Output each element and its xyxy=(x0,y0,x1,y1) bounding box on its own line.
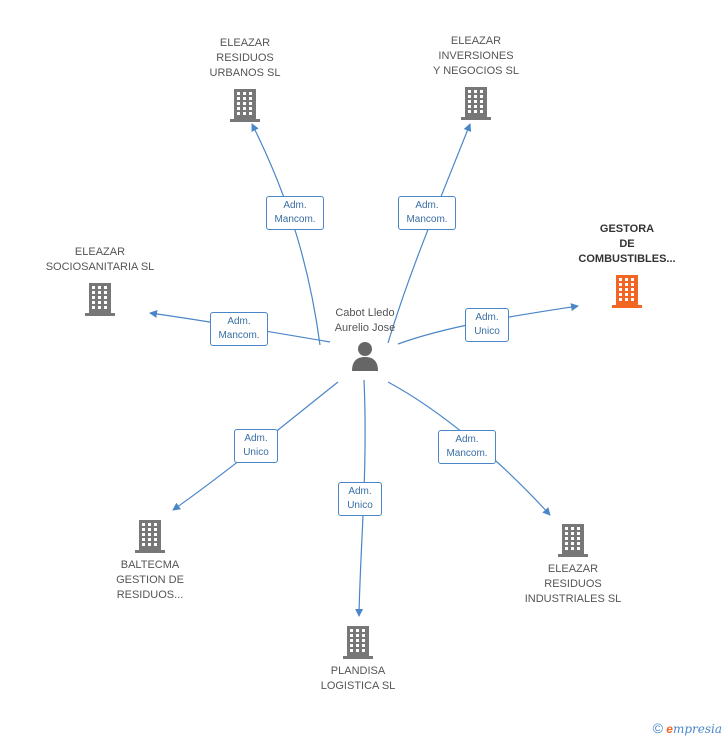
relation-badge[interactable]: Adm. Unico xyxy=(465,308,509,342)
relation-badge[interactable]: Adm. Unico xyxy=(234,429,278,463)
company-name: ELEAZAR SOCIOSANITARIA SL xyxy=(45,246,155,273)
building-icon xyxy=(343,626,373,659)
brand-footer: © empresia xyxy=(653,720,722,736)
relation-badge[interactable]: Adm. Mancom. xyxy=(398,196,456,230)
building-icon xyxy=(85,283,115,316)
company-node-eleazar-residuos-industriales[interactable]: ELEAZAR RESIDUOS INDUSTRIALES SL xyxy=(517,522,629,607)
company-node-plandisa[interactable]: PLANDISA LOGISTICA SL xyxy=(308,624,408,694)
building-icon xyxy=(612,275,642,308)
company-node-gestora-combustibles[interactable]: GESTORA DE COMBUSTIBLES... xyxy=(570,222,684,309)
brand-logo-initial: e xyxy=(666,722,673,736)
company-name: ELEAZAR RESIDUOS INDUSTRIALES SL xyxy=(524,563,622,605)
company-name: PLANDISA LOGISTICA SL xyxy=(320,665,396,692)
relation-badge[interactable]: Adm. Mancom. xyxy=(438,430,496,464)
company-node-eleazar-sociosanitaria[interactable]: ELEAZAR SOCIOSANITARIA SL xyxy=(38,245,162,317)
relation-badge[interactable]: Adm. Unico xyxy=(338,482,382,516)
brand-name: mpresia xyxy=(672,722,722,736)
company-node-eleazar-residuos-urbanos[interactable]: ELEAZAR RESIDUOS URBANOS SL xyxy=(195,36,295,123)
company-name: ELEAZAR INVERSIONES Y NEGOCIOS SL xyxy=(433,35,519,77)
relation-badge[interactable]: Adm. Mancom. xyxy=(210,312,268,346)
company-node-eleazar-inversiones[interactable]: ELEAZAR INVERSIONES Y NEGOCIOS SL xyxy=(420,34,532,121)
center-person[interactable]: Cabot Lledo Aurelio Jose xyxy=(315,306,415,372)
edge-eleazar-residuos-urbanos xyxy=(251,123,321,346)
edge-eleazar-inversiones xyxy=(387,123,472,344)
building-icon xyxy=(135,520,165,553)
building-icon xyxy=(558,524,588,557)
person-icon xyxy=(352,342,378,371)
company-name: ELEAZAR RESIDUOS URBANOS SL xyxy=(209,37,281,79)
company-name: BALTECMA GESTION DE RESIDUOS... xyxy=(116,559,184,601)
person-name: Cabot Lledo Aurelio Jose xyxy=(334,307,396,334)
copyright-symbol: © xyxy=(652,720,663,736)
relation-badge[interactable]: Adm. Mancom. xyxy=(266,196,324,230)
company-node-baltecma[interactable]: BALTECMA GESTION DE RESIDUOS... xyxy=(100,518,200,603)
company-name: GESTORA DE COMBUSTIBLES... xyxy=(578,223,676,265)
building-icon xyxy=(461,87,491,120)
building-icon xyxy=(230,89,260,122)
